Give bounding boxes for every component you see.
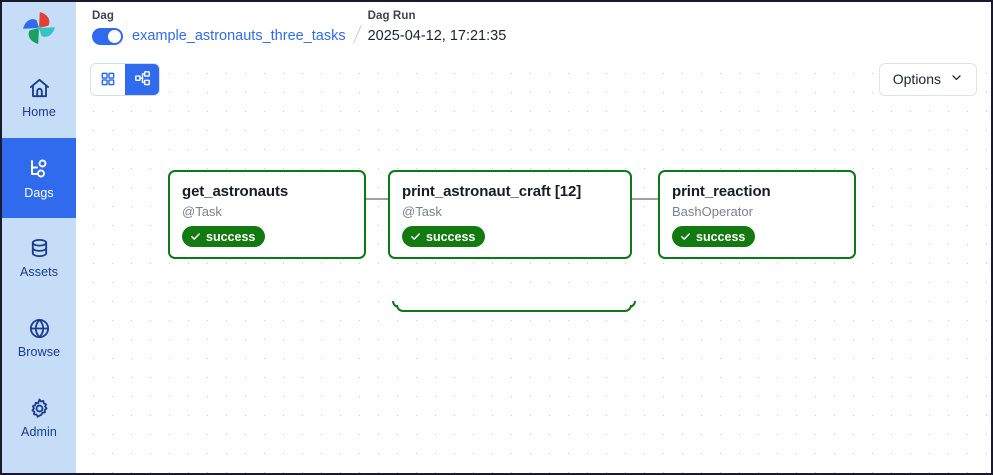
edge-print-astronaut-craft-to-print-reaction: [632, 198, 658, 200]
dag-label: Dag: [92, 10, 115, 22]
mapped-stack-layer-2: [396, 305, 632, 312]
task-node-get-astronauts[interactable]: get_astronauts @Task success: [168, 170, 366, 259]
task-node-print-reaction[interactable]: print_reaction BashOperator success: [658, 170, 856, 259]
dag-run-block: Dag Run 2025-04-12, 17:21:35: [368, 10, 507, 47]
edge-get-astronauts-to-print-astronaut-craft: [366, 198, 393, 200]
check-icon: [680, 231, 691, 242]
sidebar-item-label: Assets: [19, 265, 59, 279]
dag-pause-toggle[interactable]: [92, 27, 123, 45]
status-badge-label: success: [696, 229, 746, 244]
status-badge-label: success: [206, 229, 256, 244]
options-button-label: Options: [892, 71, 941, 87]
dag-name-link[interactable]: example_astronauts_three_tasks: [132, 28, 346, 44]
grid-view-icon: [100, 71, 116, 90]
status-badge: success: [672, 226, 756, 247]
airflow-pinwheel-logo-icon: [20, 9, 58, 52]
breadcrumb-separator: [346, 10, 368, 58]
task-node-subtitle: BashOperator: [672, 204, 753, 219]
dag-info-block: Dag example_astronauts_three_tasks: [92, 10, 346, 47]
dag-run-timestamp: 2025-04-12, 17:21:35: [367, 28, 507, 44]
sidebar-item-dags[interactable]: Dags: [2, 138, 76, 218]
options-button[interactable]: Options: [878, 62, 977, 96]
chevron-down-icon: [950, 71, 963, 87]
status-badge: success: [182, 226, 266, 247]
sidebar-item-home[interactable]: Home: [2, 58, 76, 138]
task-node-subtitle: @Task: [402, 204, 442, 219]
graph-view-icon: [134, 70, 151, 90]
sidebar-item-label: Admin: [21, 425, 57, 439]
check-icon: [410, 231, 421, 242]
check-icon: [190, 231, 201, 242]
status-badge: success: [402, 226, 486, 247]
view-mode-toggle-group: [90, 62, 160, 96]
sidebar-item-label: Dags: [24, 185, 54, 200]
app-logo[interactable]: [2, 2, 76, 58]
task-node-subtitle: @Task: [182, 204, 222, 219]
status-badge-label: success: [426, 229, 476, 244]
dags-icon: [27, 157, 51, 181]
graph-canvas[interactable]: get_astronauts @Task success print_astro…: [76, 58, 991, 473]
graph-toolbar: Options: [90, 62, 977, 96]
dag-run-label: Dag Run: [367, 10, 416, 22]
sidebar-item-admin[interactable]: Admin: [2, 378, 76, 458]
task-node-title: print_astronaut_craft [12]: [402, 183, 582, 200]
main-area: Dag example_astronauts_three_tasks Dag R…: [76, 2, 991, 473]
browse-icon: [28, 317, 51, 340]
sidebar-item-label: Browse: [17, 345, 61, 359]
home-icon: [28, 77, 51, 100]
sidebar-item-assets[interactable]: Assets: [2, 218, 76, 298]
task-node-title: get_astronauts: [182, 183, 289, 200]
task-node-print-astronaut-craft[interactable]: print_astronaut_craft [12] @Task success: [388, 170, 632, 259]
sidebar: Home Dags Assets: [2, 2, 76, 473]
sidebar-item-label: Home: [22, 105, 56, 119]
admin-icon: [28, 397, 51, 420]
sidebar-item-browse[interactable]: Browse: [2, 298, 76, 378]
graph-view-button[interactable]: [125, 63, 159, 95]
grid-view-button[interactable]: [91, 63, 125, 95]
assets-icon: [28, 237, 51, 260]
dag-header: Dag example_astronauts_three_tasks Dag R…: [76, 2, 991, 58]
task-node-title: print_reaction: [672, 183, 771, 200]
